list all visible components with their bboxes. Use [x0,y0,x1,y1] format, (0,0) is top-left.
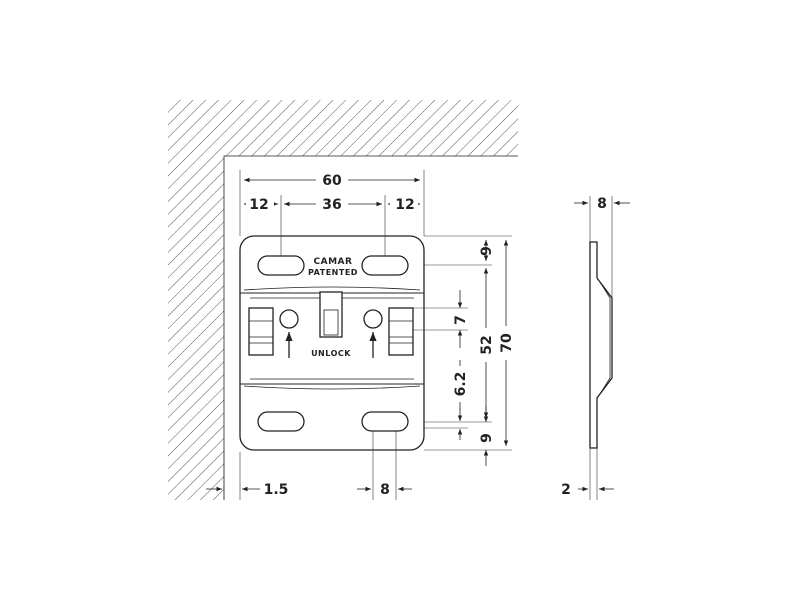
slot-top-right [361,255,409,276]
slot-top-left [257,255,305,276]
lock-window-right [388,307,414,356]
dim-hole-spacing: 36 [322,197,341,213]
dim-hole-vertical: 52 [479,335,495,354]
brand-logo: CAMAR [314,257,353,267]
wall-hatched-area [168,100,518,500]
dim-plate-thickness: 2 [561,482,571,498]
raised-panel-top-bevel [243,286,421,291]
slot-bottom-left [257,411,305,432]
slot-bottom-right [361,411,409,432]
lock-window-left [248,307,274,356]
right-dimensions: 9 7 52 70 6.2 9 [413,235,515,466]
wall-inner-edge [223,155,518,500]
bottom-dimensions: 1.5 8 [206,431,412,500]
center-latch [319,291,343,338]
dim-lower-gap: 6.2 [453,372,469,397]
unlock-hole-right [363,309,383,329]
dim-right-offset: 12 [395,197,414,213]
dim-bottom-margin: 9 [479,433,495,443]
dim-lock-height: 7 [453,315,469,325]
side-profile [589,241,613,449]
dim-profile-depth: 8 [597,196,607,212]
wall-section [168,100,518,500]
bracket-side-view: 8 2 [561,196,630,500]
brand-patented: PATENTED [308,268,358,277]
dim-wall-clearance: 1.5 [264,482,289,498]
dim-overall-width: 60 [322,173,342,189]
raised-panel [239,292,425,385]
top-dimensions: 60 12 36 12 [239,170,425,256]
bracket-front-view: CAMAR PATENTED UNLOCK [239,235,425,451]
dim-slot-width: 8 [380,482,390,498]
dim-left-offset: 12 [249,197,268,213]
dim-top-margin: 9 [479,246,495,256]
raised-panel-bottom-bevel [243,385,421,390]
dim-overall-height: 70 [499,333,515,353]
unlock-hole-left [279,309,299,329]
unlock-label: UNLOCK [311,349,351,358]
